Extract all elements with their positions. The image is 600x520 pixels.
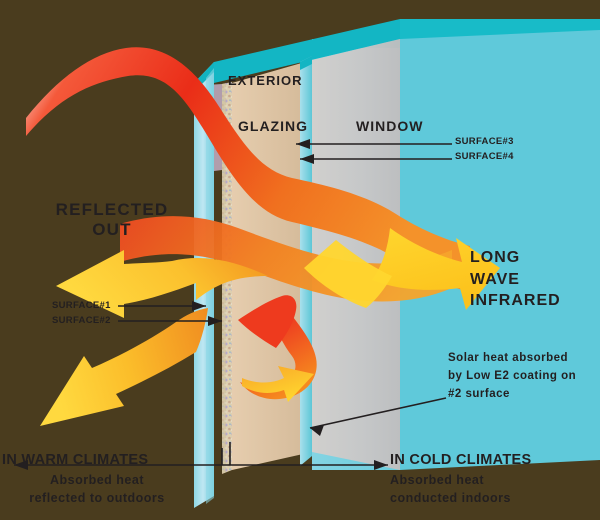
label-warm-climates-title: IN WARM CLIMATES — [2, 452, 149, 468]
label-surface-1: SURFACE#1 — [52, 300, 111, 311]
curl-arrow-tip — [242, 366, 314, 402]
curl-arrow-head — [238, 295, 297, 348]
interior-glass-top-edge — [400, 19, 600, 39]
label-cold-climates-body: Absorbed heat conducted indoors — [390, 473, 511, 505]
label-warm-climates-body: Absorbed heat reflected to outdoors — [29, 473, 165, 505]
label-cold-climates-title: IN COLD CLIMATES — [390, 452, 532, 468]
leader-lines — [14, 143, 452, 466]
long-wave-infrared-arrow — [372, 228, 500, 310]
label-exterior: EXTERIOR — [228, 73, 303, 88]
label-solar-heat-note: Solar heat absorbed by Low E2 coating on… — [448, 352, 577, 400]
warm-climate-arrow — [40, 308, 208, 426]
label-reflected-out: REFLECTED OUT — [55, 200, 169, 239]
solar-radiation-band — [26, 47, 470, 293]
interior-glass-field — [400, 19, 600, 470]
label-long-wave-infrared: LONG WAVE INFRARED — [470, 249, 561, 310]
infrared-arrow-tail — [304, 240, 392, 308]
label-window: WINDOW — [356, 118, 424, 134]
leader-arrowheads — [14, 139, 388, 470]
reflected-out-arrow — [56, 250, 268, 318]
label-surface-3: SURFACE#3 — [455, 136, 514, 147]
label-glazing: GLAZING — [238, 118, 308, 134]
label-surface-2: SURFACE#2 — [52, 315, 111, 326]
glass-top-bevel — [214, 19, 400, 83]
label-surface-4: SURFACE#4 — [455, 151, 514, 162]
